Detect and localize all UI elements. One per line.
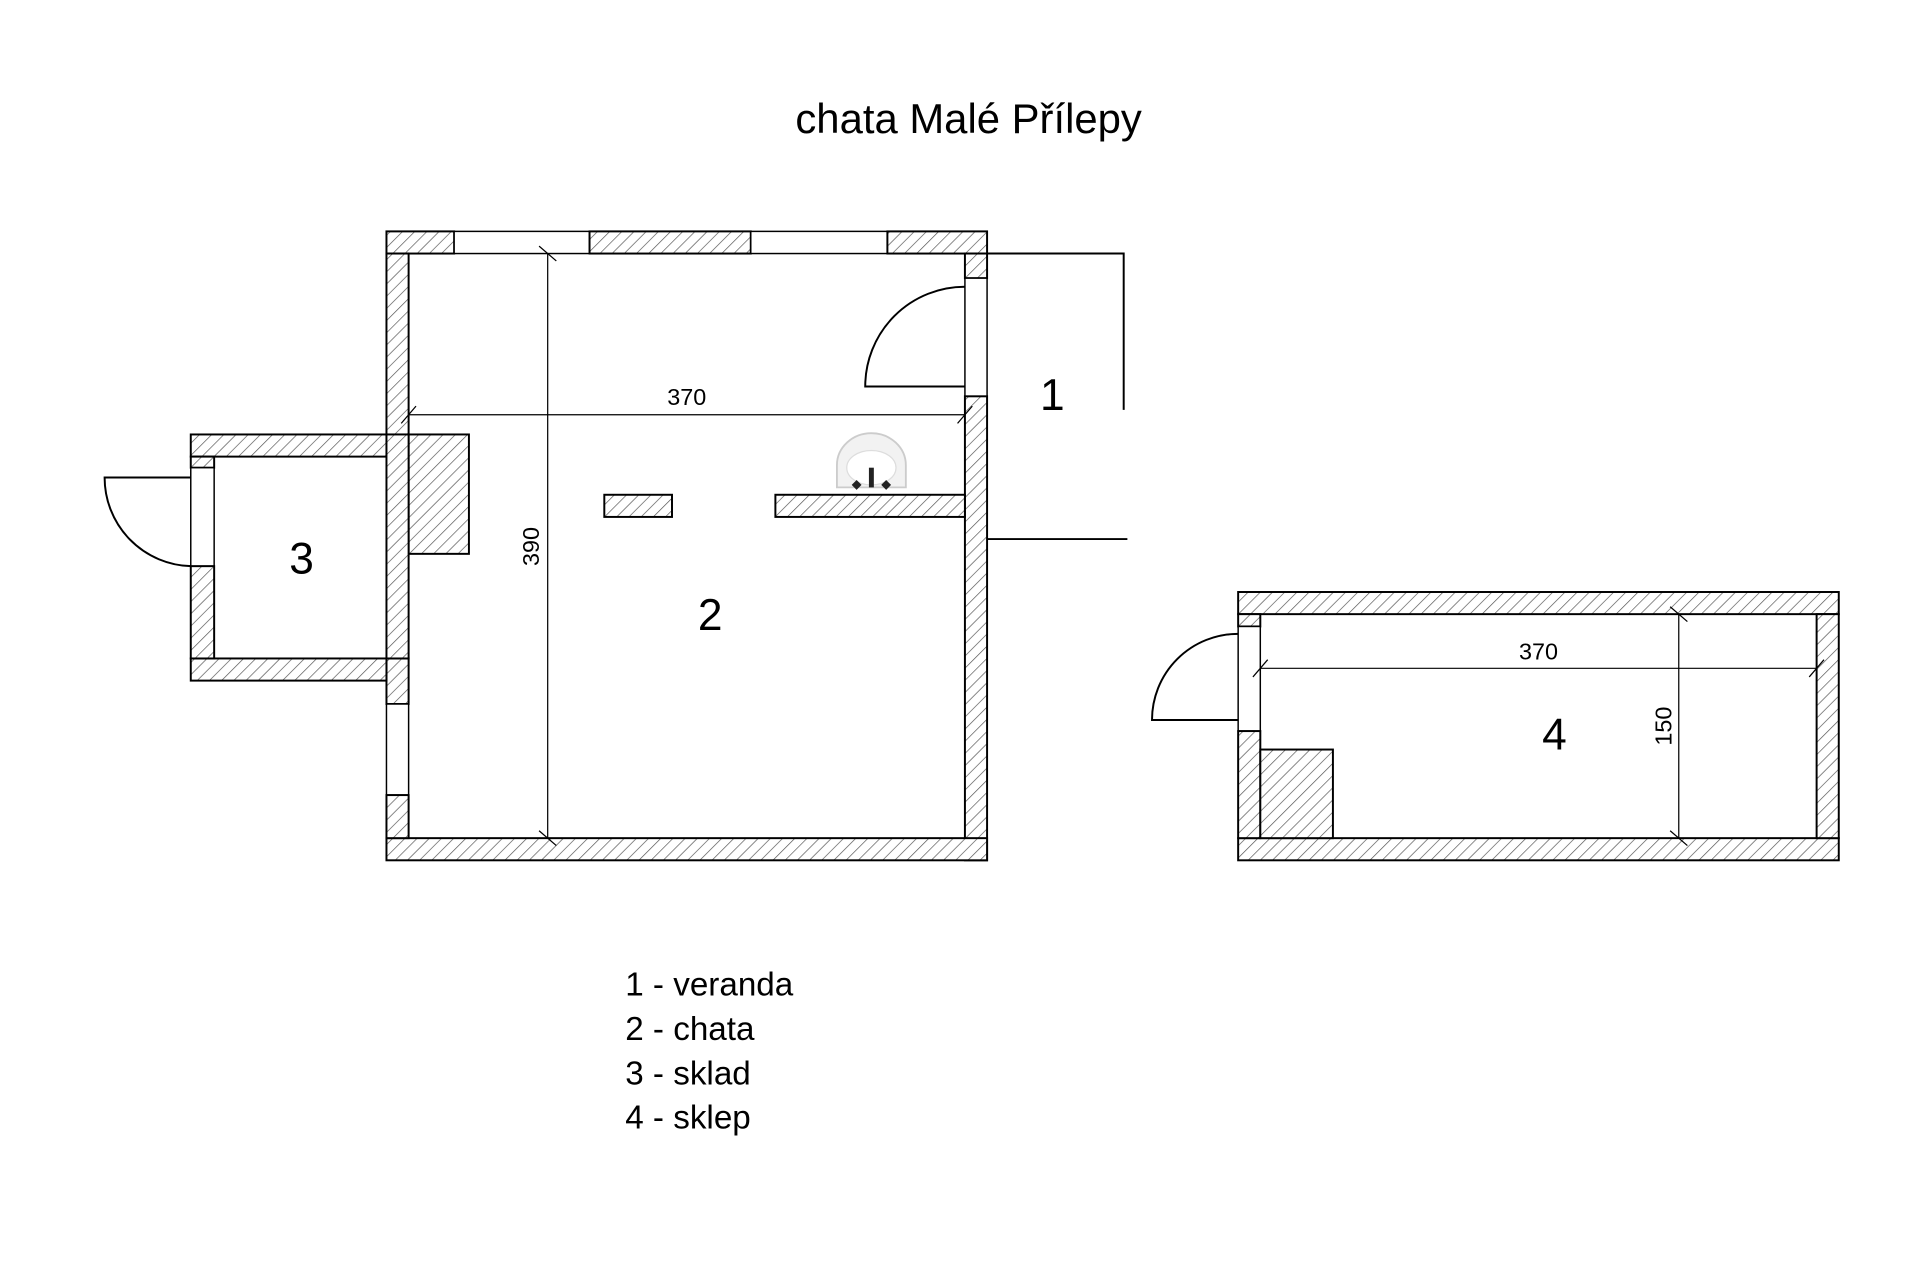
room-label-1: 1 bbox=[1040, 371, 1065, 420]
sklad-wall-bottom bbox=[189, 657, 388, 682]
interior-wall-counter bbox=[774, 493, 966, 518]
wall-top-left bbox=[385, 230, 456, 255]
wall-left-upper bbox=[385, 252, 410, 436]
window-left bbox=[385, 703, 410, 796]
sklad-wall-left-bottom bbox=[189, 565, 216, 660]
sklep-building: 370 150 4 bbox=[1151, 591, 1840, 862]
sklep-wall-right bbox=[1815, 613, 1840, 840]
room-label-4: 4 bbox=[1542, 711, 1567, 760]
door-swing-chata bbox=[864, 285, 965, 388]
legend-item: 2 - chata bbox=[625, 1011, 755, 1048]
room-label-2: 2 bbox=[698, 591, 723, 640]
door-opening-veranda bbox=[964, 277, 988, 398]
wall-left-mid bbox=[385, 657, 410, 705]
sklad-wall-left-top bbox=[189, 455, 216, 469]
sklad-building: 3 bbox=[103, 433, 410, 682]
room-label-3: 3 bbox=[289, 535, 314, 584]
door-swing-sklep bbox=[1151, 632, 1239, 721]
sklep-wall-left-bottom bbox=[1237, 730, 1262, 840]
plan-title: chata Malé Přílepy bbox=[795, 95, 1141, 142]
wall-chimney-block bbox=[407, 433, 470, 555]
window-top-2 bbox=[750, 230, 889, 255]
legend-item: 1 - veranda bbox=[625, 967, 794, 1004]
door-opening-sklad bbox=[190, 466, 215, 567]
sklad-wall-top bbox=[189, 433, 388, 458]
sklep-wall-bottom bbox=[1237, 837, 1840, 862]
wall-bottom bbox=[385, 837, 989, 862]
wall-left-lower bbox=[385, 794, 410, 840]
sklep-wall-top bbox=[1237, 591, 1840, 616]
window-top-1 bbox=[453, 230, 591, 255]
sklep-hatched-block bbox=[1259, 748, 1334, 840]
sklep-dimension-label-depth: 150 bbox=[1650, 707, 1676, 746]
chata-building: 370 390 2 bbox=[385, 230, 989, 862]
veranda: 1 bbox=[987, 252, 1128, 541]
sklep-wall-left-top bbox=[1237, 613, 1262, 628]
dimension-label-depth: 390 bbox=[518, 527, 544, 566]
room-legend: 1 - veranda 2 - chata 3 - sklad 4 - skle… bbox=[625, 967, 794, 1137]
dimension-label-width: 370 bbox=[667, 384, 706, 410]
sink-icon bbox=[836, 432, 907, 490]
veranda-outline-top bbox=[987, 252, 1125, 410]
legend-item: 3 - sklad bbox=[625, 1055, 751, 1092]
interior-wall-stub bbox=[603, 493, 673, 518]
door-opening-sklep bbox=[1237, 625, 1262, 732]
wall-right-top bbox=[963, 252, 989, 280]
wall-top-right bbox=[886, 230, 989, 255]
sklad-wall-shared bbox=[385, 433, 410, 660]
door-swing-sklad bbox=[103, 476, 191, 568]
wall-top-middle bbox=[588, 230, 752, 255]
legend-item: 4 - sklep bbox=[625, 1100, 751, 1137]
sklep-dimension-label-width: 370 bbox=[1519, 639, 1558, 665]
wall-right bbox=[963, 395, 989, 862]
